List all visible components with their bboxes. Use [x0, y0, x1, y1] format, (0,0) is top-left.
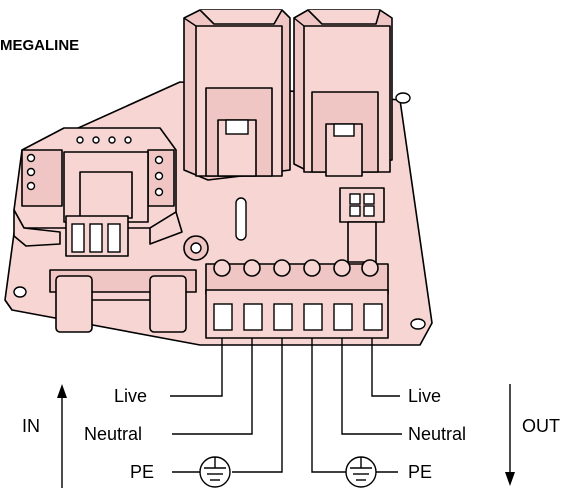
ground-symbol-left — [172, 456, 231, 488]
out-live-label: Live — [408, 386, 441, 406]
relay-left — [183, 9, 291, 181]
in-label: IN — [22, 416, 40, 436]
fuse-holders — [49, 269, 197, 333]
out-neutral-label: Neutral — [408, 424, 466, 444]
in-arrow-icon — [57, 384, 67, 488]
signal-connector — [339, 187, 385, 263]
trimmer-potentiometer — [183, 235, 209, 261]
mounting-hole — [410, 318, 426, 330]
diagram-title: MEGALINE — [0, 37, 79, 54]
out-arrow-icon — [505, 384, 515, 486]
out-pe-label: PE — [408, 462, 432, 482]
mounting-hole — [13, 286, 27, 298]
in-pe-label: PE — [130, 462, 154, 482]
mounting-hole — [395, 92, 411, 104]
transformer-block — [13, 127, 183, 257]
in-neutral-label: Neutral — [84, 424, 142, 444]
out-label: OUT — [522, 416, 560, 436]
relay-right — [293, 9, 393, 177]
board-slot — [235, 197, 247, 241]
ground-symbol-right — [345, 456, 398, 488]
wiring — [170, 338, 402, 473]
in-live-label: Live — [114, 386, 147, 406]
terminal-block — [205, 259, 389, 339]
